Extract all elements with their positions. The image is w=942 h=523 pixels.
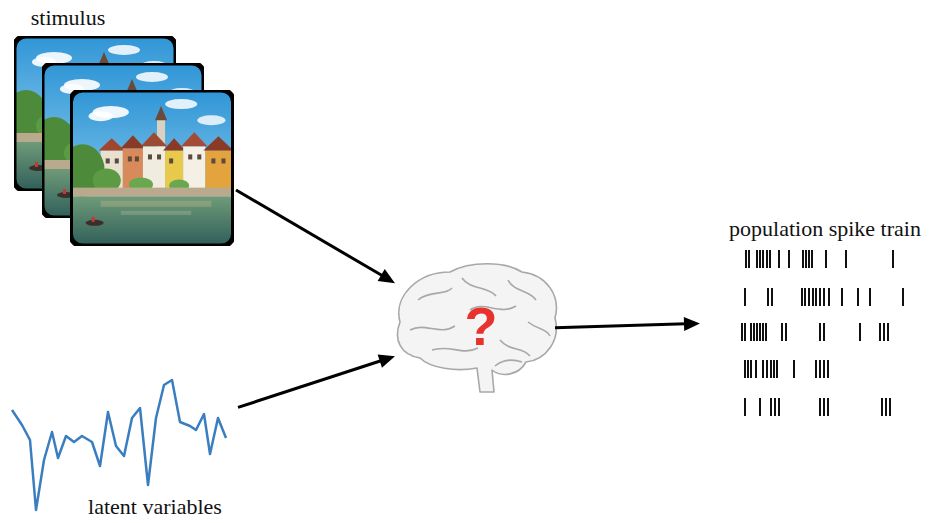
- node-label: population spike train: [729, 217, 921, 241]
- latent-trace: [12, 380, 226, 510]
- spike-train-node: population spike train: [700, 215, 935, 425]
- question-mark: ?: [465, 297, 498, 355]
- arrowhead: [378, 354, 395, 367]
- brain-node: ?: [395, 275, 555, 385]
- arrow-connector: [236, 190, 395, 283]
- spike-raster: [742, 250, 903, 416]
- connector-line: [238, 360, 382, 407]
- connector-line: [236, 190, 383, 276]
- arrow-connector: [555, 317, 700, 331]
- connector-line: [555, 324, 686, 328]
- stimulus-stack: stimulus: [14, 4, 236, 246]
- node-label: latent variables: [88, 495, 222, 519]
- brain-icon: [397, 264, 556, 392]
- arrowhead: [684, 317, 700, 331]
- arrow-connector: [238, 354, 395, 407]
- node-label: stimulus: [31, 6, 106, 30]
- arrowhead: [378, 269, 395, 283]
- latent-plot: latent variables: [8, 370, 238, 520]
- stimulus-images: [4, 36, 234, 246]
